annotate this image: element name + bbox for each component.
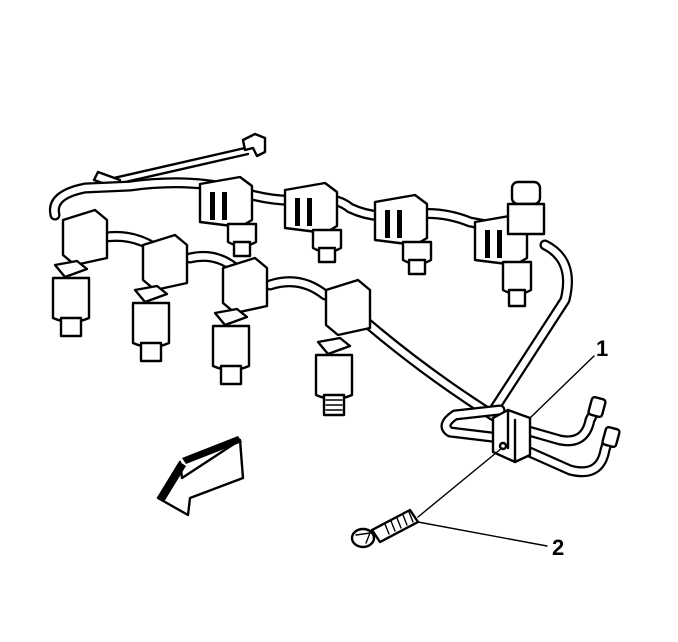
front-injectors (51, 208, 372, 417)
leader-lines (417, 355, 595, 547)
pressure-regulator (506, 180, 546, 236)
front-direction-arrow-icon (156, 436, 245, 517)
rear-injectors (198, 175, 546, 308)
callout-1-label: 1 (596, 336, 609, 361)
callout-2-label: 2 (552, 535, 565, 560)
front-harness-hose (94, 230, 331, 301)
bracket-bolt (350, 508, 420, 549)
fuel-line-bracket (491, 408, 532, 464)
fuel-lines (346, 239, 621, 478)
